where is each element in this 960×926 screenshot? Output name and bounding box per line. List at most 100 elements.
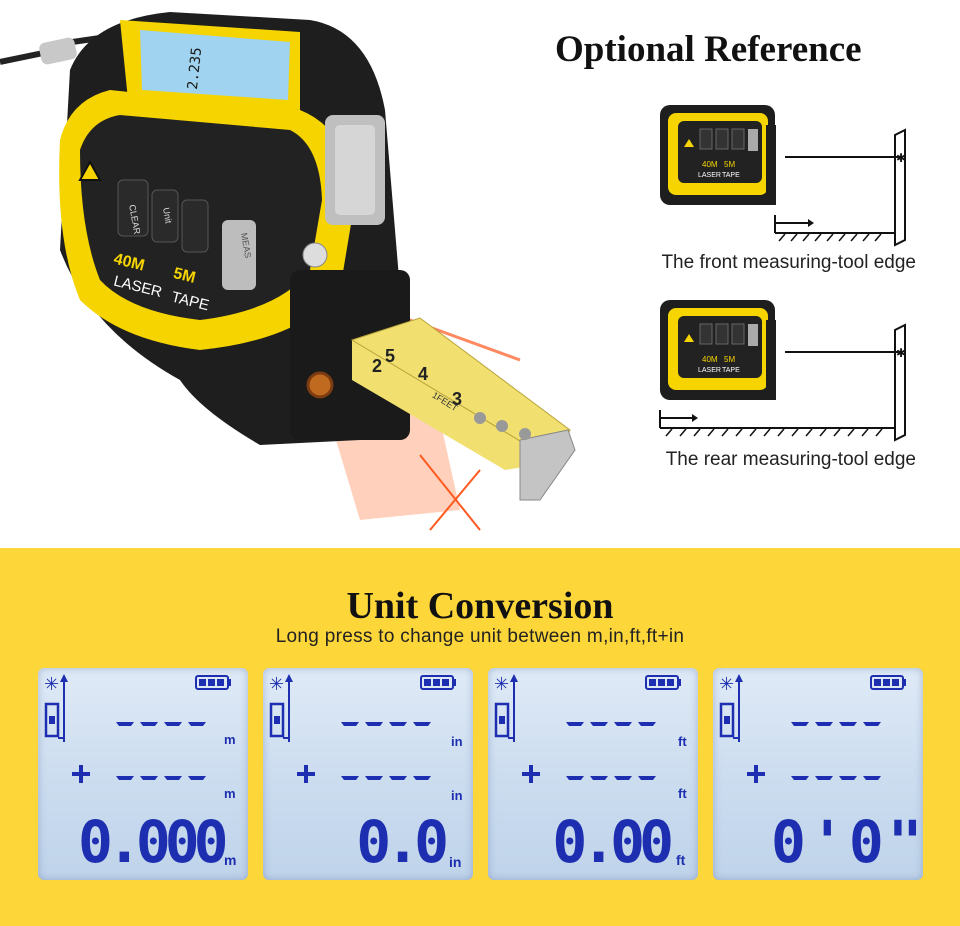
lcd-dash [389, 776, 407, 780]
lcd-dash [341, 776, 359, 780]
lcd-dash [188, 776, 206, 780]
mini-laser-label: 40M [702, 355, 718, 364]
mini-tape-label: 5M [724, 160, 735, 169]
tape-number: 5 [385, 346, 395, 366]
battery-bar-icon [658, 679, 665, 686]
battery-bar-icon [199, 679, 206, 686]
front-edge-caption: The front measuring-tool edge [661, 252, 916, 273]
device-icon [269, 702, 285, 738]
lcd-dash [413, 722, 431, 726]
reference-section: 2.235 CLEAR Unit 40M LASER 5M TAPE MEAS … [0, 12, 916, 531]
lcd-dash [614, 722, 632, 726]
lcd-main-value: 0'0" [771, 808, 923, 876]
battery-bar-icon [424, 679, 431, 686]
lcd-panel-in: ✳ in in in 0.0 [263, 668, 473, 880]
lcd-unit-line2: ft [678, 786, 687, 801]
lcd-unit-main: m [224, 852, 237, 868]
lcd-dash [341, 722, 359, 726]
device-icon [719, 702, 735, 738]
arrow-up-icon [285, 674, 293, 682]
lcd-dash [389, 722, 407, 726]
tape-number: 2 [372, 356, 382, 376]
plus-icon [79, 765, 83, 783]
rear-edge-diagram: 40M 5M LASER TAPE ✱ [659, 300, 906, 442]
lcd-dash [164, 776, 182, 780]
lcd-panel-ftin: ✳ 0'0" [713, 668, 923, 880]
unit-conversion-title: Unit Conversion [346, 585, 614, 627]
tape-number: 3 [452, 389, 462, 409]
battery-bar-icon [892, 679, 899, 686]
lcd-dash [164, 722, 182, 726]
battery-bar-icon [883, 679, 890, 686]
device-lcd-line: 2.235 [185, 47, 205, 91]
lcd-dash [140, 776, 158, 780]
arrow-up-icon [510, 674, 518, 682]
laser-icon: ✳ [494, 674, 509, 695]
arrow-up-icon [60, 674, 68, 682]
lcd-unit-line1: ft [678, 734, 687, 749]
lcd-dash [791, 776, 809, 780]
lcd-dash [140, 722, 158, 726]
lcd-icons: ✳ [269, 674, 456, 783]
lcd-unit-line1: m [224, 732, 236, 747]
mini-laser-word: LASER [698, 172, 721, 179]
lcd-dash [839, 776, 857, 780]
battery-bar-icon [208, 679, 215, 686]
product-image: 2.235 CLEAR Unit 40M LASER 5M TAPE MEAS … [0, 12, 576, 531]
laser-icon: ✳ [269, 674, 284, 695]
lcd-main-value: 0.0 [356, 808, 449, 876]
device-window-icon [49, 716, 55, 724]
lcd-unit-line2: m [224, 786, 236, 801]
lcd-panel-m: ✳ m m m 0.000 [38, 668, 248, 880]
rear-edge-caption: The rear measuring-tool edge [665, 449, 916, 470]
lcd-dash [815, 722, 833, 726]
lcd-dash [590, 776, 608, 780]
plus-icon [529, 765, 533, 783]
device-icon [494, 702, 510, 738]
lcd-main-value: 0.000 [78, 808, 229, 876]
lcd-dash [815, 776, 833, 780]
battery-bar-icon [874, 679, 881, 686]
battery-tip-icon [903, 679, 906, 686]
lcd-dash [365, 722, 383, 726]
battery-bar-icon [217, 679, 224, 686]
device-window-icon [499, 716, 505, 724]
battery-bar-icon [442, 679, 449, 686]
battery-bar-icon [667, 679, 674, 686]
button-unit-label: Unit [161, 207, 174, 225]
lcd-dash [566, 722, 584, 726]
mini-tape-word: TAPE [722, 367, 740, 374]
battery-tip-icon [678, 679, 681, 686]
lcd-icons: ✳ [44, 674, 231, 783]
unit-conversion-subtitle: Long press to change unit between m,in,f… [275, 626, 685, 647]
battery-tip-icon [228, 679, 231, 686]
device-window-icon [274, 716, 280, 724]
lcd-dash [365, 776, 383, 780]
lcd-icons: ✳ [494, 674, 681, 783]
lcd-dash [116, 722, 134, 726]
lcd-unit-main: in [449, 854, 462, 870]
arrow-up-icon [735, 674, 743, 682]
battery-tip-icon [453, 679, 456, 686]
lcd-dash [590, 722, 608, 726]
tape-number: 4 [418, 364, 428, 384]
battery-bar-icon [433, 679, 440, 686]
lcd-dash [863, 776, 881, 780]
front-edge-diagram: 40M 5M LASER TAPE ✱ [660, 105, 906, 247]
lcd-unit-main: ft [676, 852, 686, 868]
lcd-dash [614, 776, 632, 780]
lcd-panel-ft: ✳ ft ft ft 0.00 [488, 668, 698, 880]
svg-text:✱: ✱ [896, 346, 906, 360]
tape-range-label: 5M [172, 265, 198, 287]
laser-icon: ✳ [44, 674, 59, 695]
mini-laser-label: 40M [702, 160, 718, 169]
button-meas-label: MEAS [239, 232, 253, 259]
lcd-unit-line2: in [451, 788, 463, 803]
svg-text:✱: ✱ [896, 151, 906, 165]
plus-icon [754, 765, 758, 783]
device-window-icon [724, 716, 730, 724]
device-icon [44, 702, 60, 738]
lcd-unit-line1: in [451, 734, 463, 749]
battery-bar-icon [649, 679, 656, 686]
lcd-dash [863, 722, 881, 726]
